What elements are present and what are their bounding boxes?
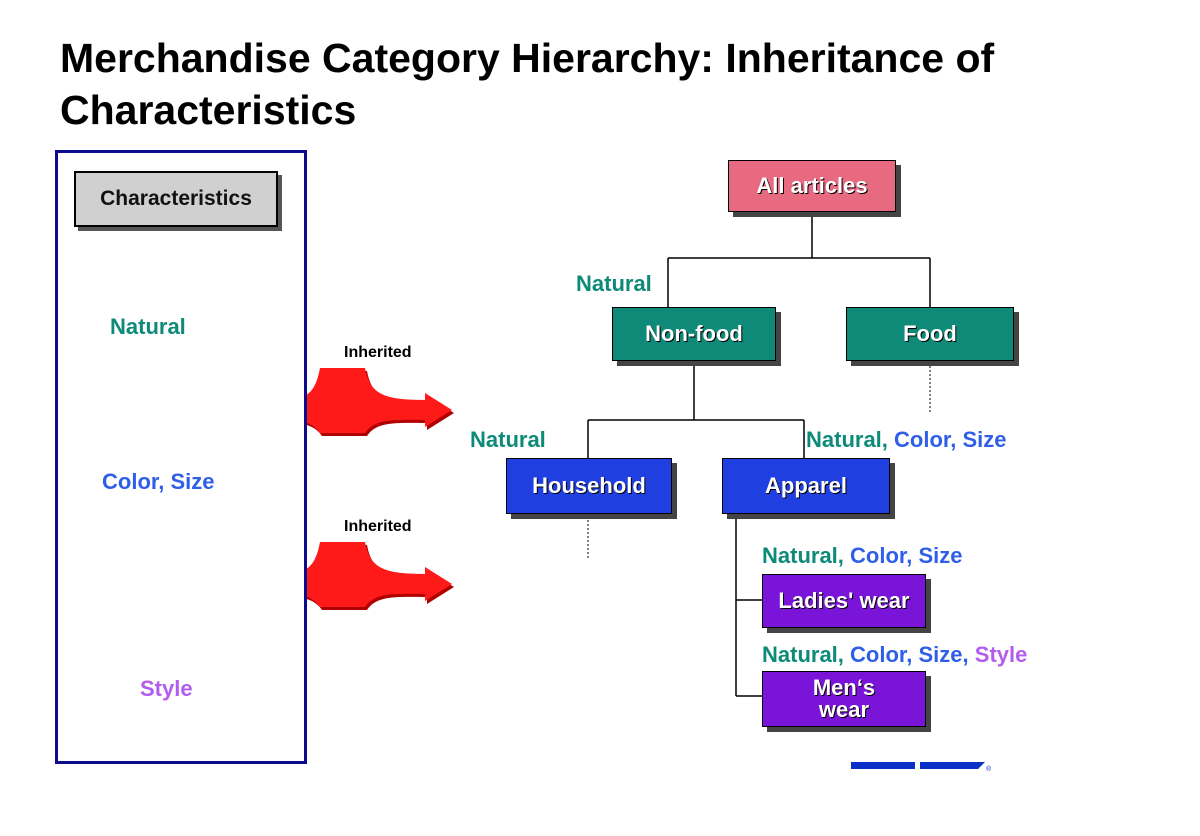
- annotation-mens-style: Style: [974, 642, 1028, 667]
- annotation-mens-natural: Natural,: [762, 642, 844, 667]
- slide-title-line-2: Characteristics: [60, 87, 357, 133]
- annotation-household-natural: Natural: [470, 427, 546, 452]
- slide-title: Merchandise Category Hierarchy: Inherita…: [60, 32, 1180, 136]
- footer-logo-bars-icon: ®: [851, 762, 992, 773]
- characteristics-panel: [55, 150, 307, 764]
- annotation-apparel-color-size: Color, Size: [894, 427, 1007, 452]
- annotation-apparel-characteristics: Natural, Color, Size: [806, 427, 1007, 453]
- slide-title-line-1: Merchandise Category Hierarchy: Inherita…: [60, 35, 995, 81]
- node-mens-wear-line-2: wear: [818, 697, 870, 722]
- node-ladies-wear: Ladies' wear: [762, 574, 926, 628]
- characteristics-header: Characteristics: [74, 171, 278, 227]
- panel-natural-label: Natural: [110, 314, 186, 339]
- annotation-nonfood-natural: Natural: [576, 271, 652, 296]
- annotation-apparel-natural: Natural,: [806, 427, 888, 452]
- inherited-label-1: Inherited: [344, 344, 412, 361]
- node-apparel: Apparel: [722, 458, 890, 514]
- panel-color-size-label: Color, Size: [102, 469, 215, 494]
- node-mens-wear-line-1: Men‘s: [812, 675, 876, 700]
- node-household: Household: [506, 458, 672, 514]
- node-all-articles: All articles: [728, 160, 896, 212]
- annotation-mens-characteristics: Natural, Color, Size, Style: [762, 642, 1027, 668]
- annotation-mens-color-size: Color, Size,: [850, 642, 969, 667]
- annotation-ladies-natural: Natural,: [762, 543, 844, 568]
- node-mens-wear: Men‘s wear: [762, 671, 926, 727]
- node-non-food: Non-food: [612, 307, 776, 361]
- inherited-label-2: Inherited: [344, 518, 412, 535]
- annotation-ladies-characteristics: Natural, Color, Size: [762, 543, 963, 569]
- node-food: Food: [846, 307, 1014, 361]
- annotation-ladies-color-size: Color, Size: [850, 543, 963, 568]
- panel-style-label: Style: [140, 676, 193, 701]
- svg-text:®: ®: [986, 765, 992, 773]
